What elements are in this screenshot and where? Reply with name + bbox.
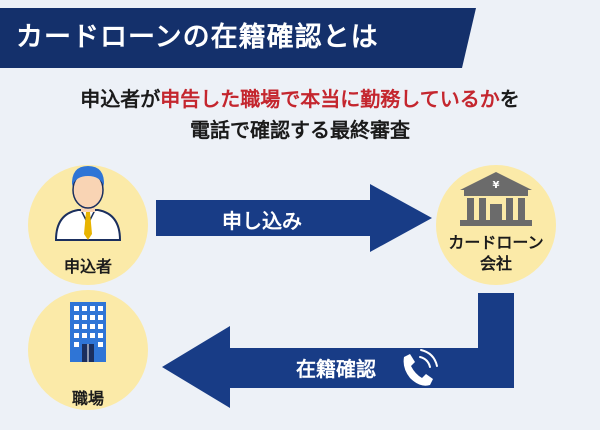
apply-arrow <box>156 184 432 252</box>
lead-line-1-accent: 申告した職場で本当に勤務しているか <box>160 87 500 111</box>
phone-ringing-icon <box>403 349 438 386</box>
businessman-icon <box>54 166 122 241</box>
workplace-label: 職場 <box>71 389 104 408</box>
applicant-label: 申込者 <box>63 257 112 276</box>
lead-line-1-start: 申込者が <box>80 87 161 111</box>
lead-line-2: 電話で確認する最終審査 <box>190 118 410 142</box>
title-banner: カードローンの在籍確認とは <box>0 8 600 68</box>
lead-text: 申込者が申告した職場で本当に勤務しているかを 電話で確認する最終審査 <box>0 84 600 146</box>
lender-label-line-1: カードローン <box>448 233 544 252</box>
verify-arrow <box>162 293 514 408</box>
page-title: カードローンの在籍確認とは <box>16 22 379 53</box>
office-building-icon <box>70 302 106 362</box>
lender-label-line-2: 会社 <box>479 254 512 273</box>
bank-building-icon: ¥ <box>460 172 532 226</box>
lender-label: カードローン 会社 <box>436 232 556 274</box>
lead-line-1-end: を <box>499 87 520 111</box>
lead-line-1: 申込者が申告した職場で本当に勤務しているかを <box>0 84 600 115</box>
svg-text:¥: ¥ <box>493 180 500 191</box>
apply-arrow-label: 申し込み <box>222 209 302 233</box>
verify-arrow-label: 在籍確認 <box>296 357 376 381</box>
title-banner-shape <box>0 8 476 68</box>
